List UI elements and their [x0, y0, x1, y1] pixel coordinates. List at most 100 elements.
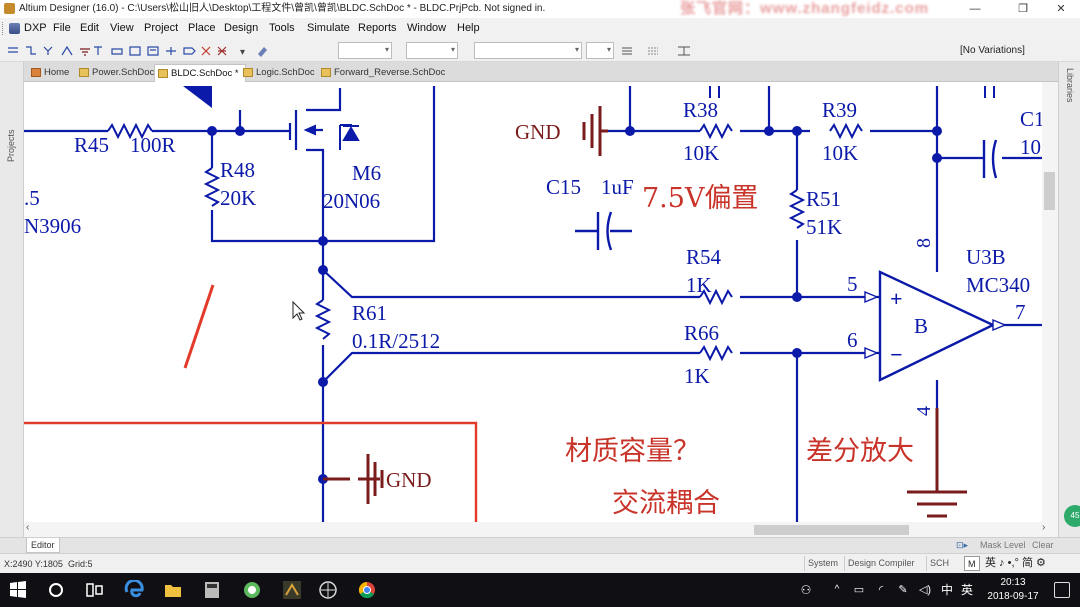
u3b-part: MC340 [966, 273, 1030, 297]
calculator-icon[interactable] [202, 580, 222, 600]
pen-icon[interactable]: ✎ [898, 584, 908, 596]
minimize-button[interactable]: — [969, 3, 981, 15]
menu-bar: DXP File Edit View Project Place Design … [0, 18, 1080, 39]
menu-project[interactable]: Project [144, 22, 179, 34]
ime-mode-icon[interactable]: M [964, 556, 980, 571]
mask-level-button[interactable]: Mask Level [980, 540, 1026, 550]
edge-browser-icon[interactable] [124, 580, 144, 600]
red-mark [183, 284, 215, 369]
ime-tray[interactable]: 英 ♪ •,° 简 ⚙ [985, 557, 1046, 569]
windows-start-icon[interactable] [8, 580, 28, 600]
r66-symbol [699, 344, 733, 362]
green-app-icon[interactable] [242, 580, 262, 600]
tab-bldc-schdoc[interactable]: BLDC.SchDoc * [154, 64, 246, 82]
cursor-coordinates: X:2490 Y:1805 [4, 559, 63, 569]
r61-symbol [314, 299, 332, 340]
annotation-diff-amp: 差分放大 [806, 436, 914, 467]
wiring-toolbar: ▾ ▾ ▾ ▾ ▾ [No Variations] [0, 39, 1080, 62]
close-button[interactable]: ✕ [1056, 3, 1066, 15]
align-icon [622, 47, 632, 55]
clock-time: 20:13 [1000, 577, 1026, 588]
r38-value: 10K [683, 141, 719, 165]
wifi-icon[interactable]: ◜ [878, 584, 884, 596]
menu-view[interactable]: View [110, 22, 134, 34]
window-title: Altium Designer (16.0) - C:\Users\松山旧人\D… [19, 3, 546, 14]
r45-label: R45 [74, 133, 109, 157]
restore-button[interactable]: ❐ [1018, 3, 1028, 15]
ime-indicator-zhong[interactable]: 中 [940, 583, 953, 597]
horizontal-scrollbar[interactable]: ‹ › [24, 522, 1058, 537]
network-icon[interactable]: ▭ [853, 584, 865, 596]
scroll-left-icon[interactable]: ‹ [26, 522, 30, 533]
system-panel-button[interactable]: System [804, 556, 841, 571]
tab-forward-reverse-schdoc[interactable]: Forward_Reverse.SchDoc [318, 64, 445, 82]
menu-grip[interactable] [2, 22, 5, 35]
sheet-entry-icon [147, 46, 159, 56]
menu-file[interactable]: File [53, 22, 71, 34]
floating-badge-icon[interactable]: 45 [1064, 505, 1080, 527]
tray-overflow-icon[interactable]: ^ [834, 584, 840, 595]
ime-indicator-ying[interactable]: 英 [960, 583, 973, 597]
sch-panel-button[interactable]: SCH [926, 556, 952, 571]
menu-dxp[interactable]: DXP [24, 22, 47, 34]
toolbar-combo-2[interactable]: ▾ [406, 42, 458, 59]
device-sheet-icon [166, 47, 176, 55]
action-center-icon[interactable] [1054, 582, 1070, 598]
menu-reports[interactable]: Reports [358, 22, 397, 34]
toolbar-combo-3[interactable]: ▾ [474, 42, 582, 59]
editor-bar: Editor ⊡▸ Mask Level Clear [0, 537, 1080, 553]
clear-button[interactable]: Clear [1032, 540, 1054, 550]
variations-combo[interactable]: [No Variations] [960, 45, 1025, 56]
tab-label: Logic.SchDoc [256, 67, 315, 78]
r45-value: 100R [130, 133, 176, 157]
menu-edit[interactable]: Edit [80, 22, 99, 34]
menu-design[interactable]: Design [224, 22, 259, 34]
vertical-scrollbar[interactable] [1042, 82, 1058, 522]
annotation-material: 材质容量？ [565, 436, 700, 467]
r66-value: 1K [684, 364, 710, 388]
toolbar-combo-1[interactable]: ▾ [338, 42, 392, 59]
u3b-label: U3B [966, 245, 1006, 269]
altium-taskbar-icon[interactable] [282, 580, 302, 600]
opamp-unit-label: B [914, 314, 928, 338]
search-icon[interactable] [46, 580, 66, 600]
mask-toggle-icon[interactable]: ⊡▸ [956, 540, 969, 550]
scroll-right-icon[interactable]: › [1042, 522, 1046, 533]
file-explorer-icon[interactable] [163, 580, 183, 600]
libraries-panel-label[interactable]: Libraries [1065, 68, 1075, 103]
schematic-canvas[interactable]: R45 100R R48 20K M6 20N06 .5 N3906 R61 0… [24, 82, 1042, 522]
libraries-panel-strip[interactable]: Libraries [1058, 62, 1080, 553]
r54-label: R54 [686, 245, 722, 269]
chrome-icon[interactable] [357, 580, 377, 600]
horizontal-scroll-thumb[interactable] [754, 525, 909, 535]
task-view-icon[interactable] [84, 580, 104, 600]
vertical-scroll-thumb[interactable] [1044, 172, 1055, 210]
projects-panel-label[interactable]: Projects [6, 129, 16, 162]
gnd-bottom-symbol [323, 454, 384, 504]
menu-simulate[interactable]: Simulate [307, 22, 350, 34]
schematic-drawing[interactable]: R45 100R R48 20K M6 20N06 .5 N3906 R61 0… [24, 82, 1042, 522]
taskbar-clock[interactable]: 20:13 2018-09-17 [983, 576, 1043, 604]
status-bar: X:2490 Y:1805 Grid:5 System Design Compi… [0, 553, 1080, 573]
editor-tab[interactable]: Editor [26, 538, 60, 553]
projects-panel-strip[interactable]: Projects [0, 62, 24, 553]
c15-label: C15 [546, 175, 581, 199]
volume-icon[interactable]: ◁) [918, 584, 932, 596]
opamp-u3b-symbol [864, 270, 1007, 382]
tab-power-schdoc[interactable]: Power.SchDoc [76, 64, 154, 82]
menu-place[interactable]: Place [188, 22, 216, 34]
tab-home[interactable]: Home [28, 64, 69, 82]
menu-tools[interactable]: Tools [269, 22, 295, 34]
people-icon[interactable]: ⚇ [800, 583, 812, 597]
toolbar-combo-4[interactable]: ▾ [586, 42, 614, 59]
annotation-coupling: 交流耦合 [612, 488, 720, 519]
menu-help[interactable]: Help [457, 22, 480, 34]
media-app-icon[interactable] [318, 580, 338, 600]
design-compiler-button[interactable]: Design Compiler [844, 556, 918, 571]
toolbar-overflow[interactable]: ▾ [240, 47, 245, 58]
tab-logic-schdoc[interactable]: Logic.SchDoc [240, 64, 315, 82]
r48-symbol [203, 167, 221, 207]
r51-label: R51 [806, 187, 841, 211]
menu-window[interactable]: Window [407, 22, 447, 34]
c15-symbol [575, 211, 632, 251]
